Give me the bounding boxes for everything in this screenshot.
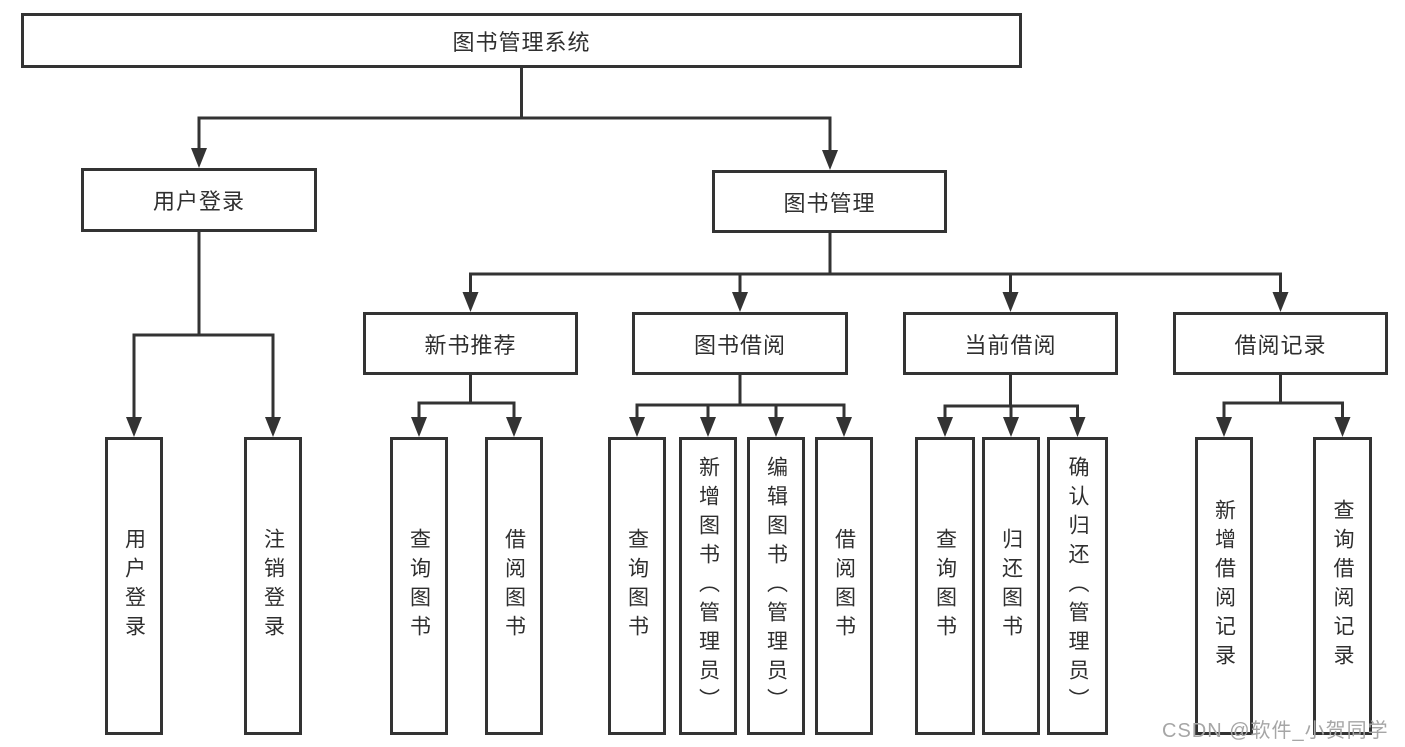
node-borrow-records-label: 借阅记录 [1234, 332, 1327, 358]
connector-root-branch [191, 68, 838, 170]
leaf-add-borrow-record: 新增借阅记录 [1195, 437, 1253, 735]
leaf-query-borrow-record: 查询借阅记录 [1313, 437, 1372, 735]
leaf-logout: 注销登录 [244, 437, 302, 735]
connector-book-borrow-branch [629, 375, 852, 437]
node-book-management-label: 图书管理 [783, 190, 876, 216]
connector-user-login-branch [126, 232, 281, 437]
leaf-query-books-borrow: 查询图书 [608, 437, 666, 735]
leaf-edit-books-admin-label: 编辑图书（管理员） [764, 455, 788, 717]
leaf-query-books-recommend: 查询图书 [390, 437, 448, 735]
leaf-user-login-label: 用户登录 [122, 528, 146, 644]
node-book-management: 图书管理 [712, 170, 947, 233]
leaf-user-login: 用户登录 [105, 437, 163, 735]
node-book-borrow-label: 图书借阅 [693, 332, 786, 358]
node-user-login-label: 用户登录 [152, 189, 245, 214]
leaf-query-books-current-label: 查询图书 [933, 528, 957, 644]
leaf-add-borrow-record-label: 新增借阅记录 [1212, 499, 1236, 673]
node-root: 图书管理系统 [21, 13, 1022, 68]
leaf-query-borrow-record-label: 查询借阅记录 [1331, 499, 1355, 673]
connector-current-borrow-branch [937, 375, 1086, 437]
leaf-borrow-books-label: 借阅图书 [832, 528, 856, 644]
node-borrow-records: 借阅记录 [1173, 312, 1388, 375]
leaf-logout-label: 注销登录 [261, 528, 285, 644]
leaf-return-books: 归还图书 [982, 437, 1040, 735]
leaf-add-books-admin-label: 新增图书（管理员） [696, 455, 720, 717]
leaf-add-books-admin: 新增图书（管理员） [679, 437, 737, 735]
node-current-borrow: 当前借阅 [903, 312, 1118, 375]
node-user-login: 用户登录 [81, 168, 317, 232]
node-new-book-recommend: 新书推荐 [363, 312, 578, 375]
node-book-borrow: 图书借阅 [632, 312, 848, 375]
leaf-borrow-books-recommend: 借阅图书 [485, 437, 543, 735]
csdn-watermark: CSDN @软件_小贺同学 [1162, 720, 1389, 742]
leaf-confirm-return-admin: 确认归还（管理员） [1047, 437, 1108, 735]
leaf-query-books-recommend-label: 查询图书 [407, 528, 431, 644]
connector-book-management-branch [462, 233, 1289, 312]
node-root-label: 图书管理系统 [452, 29, 591, 55]
connector-borrow-records-branch [1216, 375, 1351, 437]
leaf-query-books-borrow-label: 查询图书 [625, 528, 649, 644]
leaf-query-books-current: 查询图书 [915, 437, 975, 735]
node-new-book-recommend-label: 新书推荐 [424, 332, 517, 358]
leaf-borrow-books: 借阅图书 [815, 437, 873, 735]
leaf-return-books-label: 归还图书 [999, 528, 1023, 644]
leaf-borrow-books-recommend-label: 借阅图书 [502, 528, 526, 644]
connector-new-book-branch [411, 375, 522, 437]
node-current-borrow-label: 当前借阅 [964, 332, 1057, 358]
leaf-edit-books-admin: 编辑图书（管理员） [747, 437, 805, 735]
leaf-confirm-return-admin-label: 确认归还（管理员） [1066, 455, 1090, 717]
